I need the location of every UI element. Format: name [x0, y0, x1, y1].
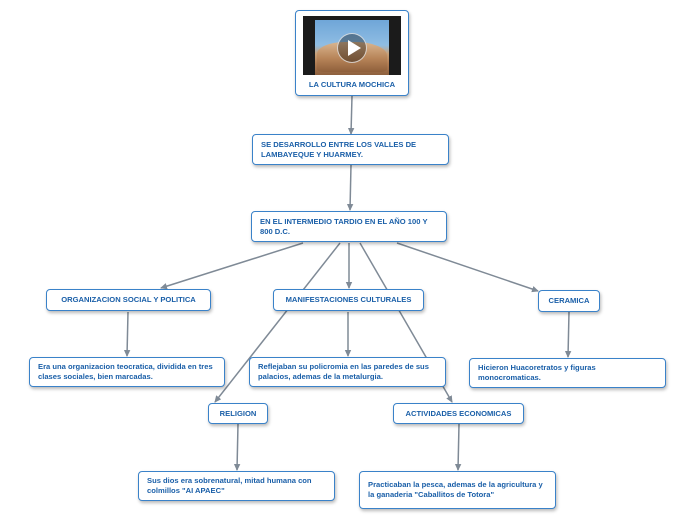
connector-intermedio-religion: [214, 242, 341, 403]
node-organizacion-social[interactable]: ORGANIZACION SOCIAL Y POLITICA: [46, 289, 211, 311]
connector-intermedio-ceramica: [396, 242, 539, 293]
connector-ceramica-detail: [564, 311, 572, 358]
node-manifestaciones-culturales[interactable]: MANIFESTACIONES CULTURALES: [273, 289, 424, 311]
node-intermedio[interactable]: EN EL INTERMEDIO TARDIO EN EL AÑO 100 Y …: [251, 211, 447, 242]
connector-intermedio-organizacion: [160, 242, 304, 290]
node-organizacion-detail[interactable]: Era una organizacion teocratica, dividid…: [29, 357, 225, 387]
play-video-icon[interactable]: [337, 33, 367, 63]
node-title: LA CULTURA MOCHICA: [308, 80, 396, 90]
node-actividades-economicas[interactable]: ACTIVIDADES ECONOMICAS: [393, 403, 524, 424]
node-religion-detail[interactable]: Sus dios era sobrenatural, mitad humana …: [138, 471, 335, 501]
node-ceramica-detail[interactable]: Hicieron Huacoretratos y figuras monocro…: [469, 358, 666, 388]
connector-religion-detail: [233, 423, 241, 471]
node-valles[interactable]: SE DESARROLLO ENTRE LOS VALLES DE LAMBAY…: [252, 134, 449, 165]
connector-root-valles: [347, 95, 355, 135]
connector-actividades-detail: [454, 423, 462, 471]
connector-valles-intermedio: [346, 164, 354, 211]
node-ceramica[interactable]: CERAMICA: [538, 290, 600, 312]
node-actividades-detail[interactable]: Practicaban la pesca, ademas de la agric…: [359, 471, 556, 509]
node-la-cultura-mochica[interactable]: LA CULTURA MOCHICA: [295, 10, 409, 96]
video-thumbnail[interactable]: [303, 16, 401, 76]
node-manifestaciones-detail[interactable]: Reflejaban su policromia en las paredes …: [249, 357, 446, 387]
connector-organizacion-detail: [123, 311, 131, 357]
node-religion[interactable]: RELIGION: [208, 403, 268, 424]
